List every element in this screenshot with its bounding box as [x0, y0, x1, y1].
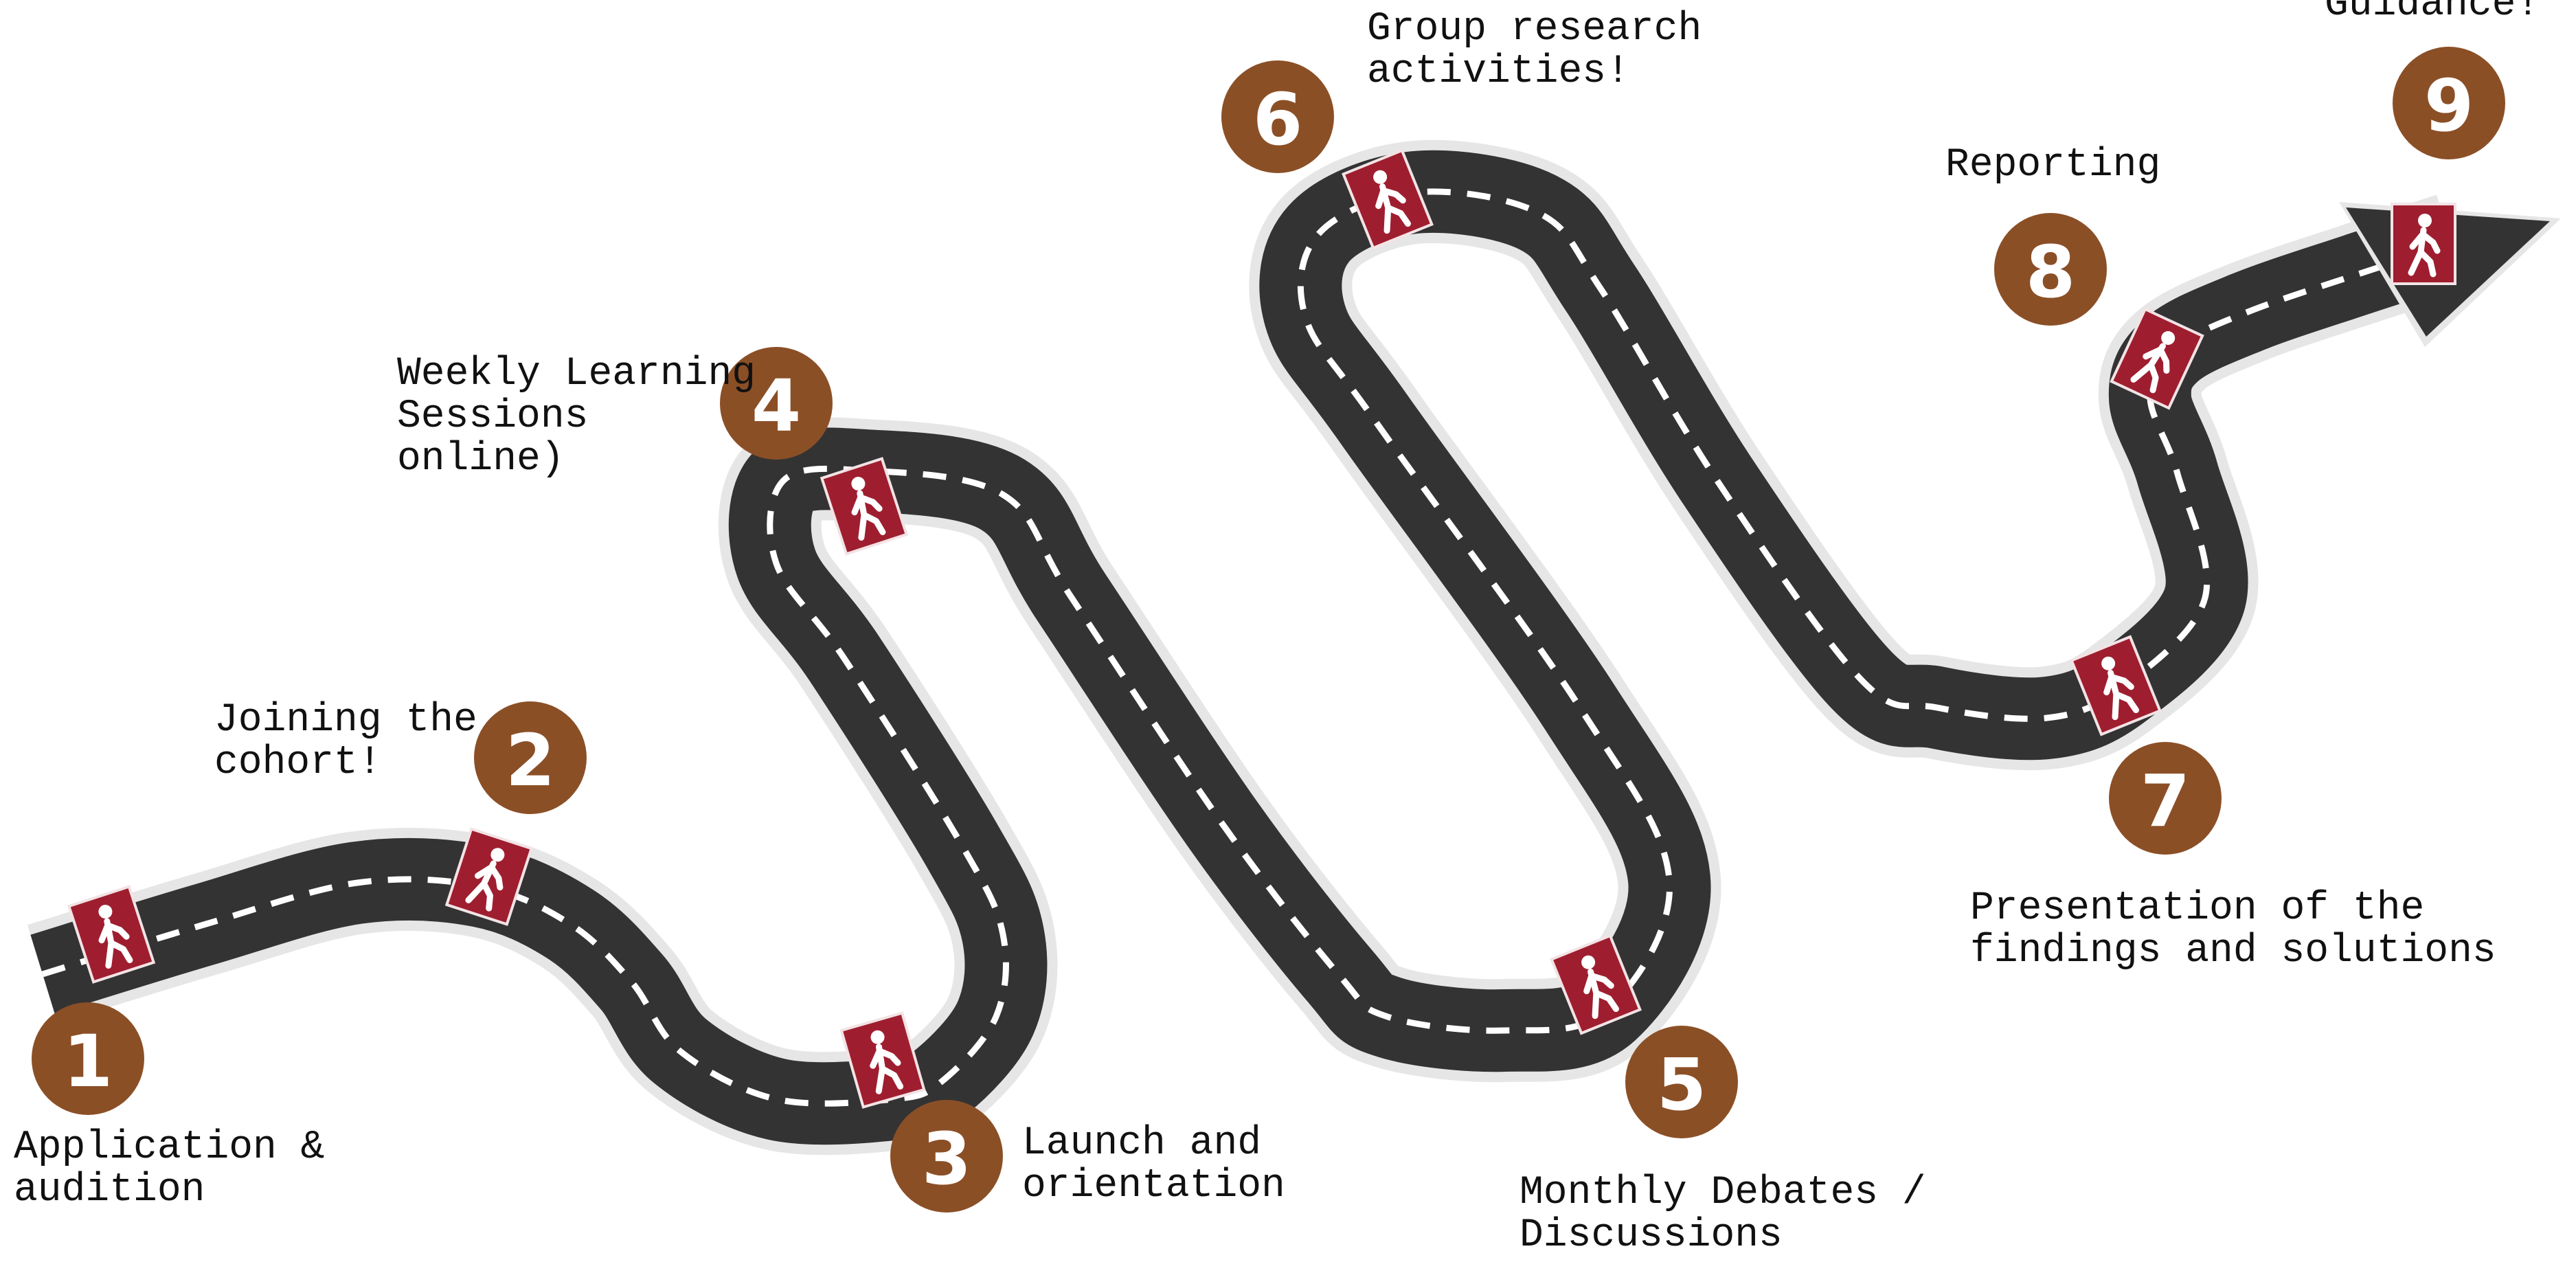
step-9-label: Guidance! [2325, 0, 2540, 26]
step-badge-circle [474, 701, 587, 814]
step-6-number: 6 [1253, 78, 1302, 161]
step-badge-circle [890, 1100, 1003, 1213]
walker-head [490, 848, 505, 862]
step-4-badge: 4 [720, 347, 833, 460]
walker-body [1375, 183, 1411, 234]
step-2-badge: 2 [474, 701, 587, 814]
pedestrian-walking-icon [2110, 307, 2204, 410]
step-2-number: 2 [506, 719, 555, 802]
step-4-label-line-2: Sessions [397, 394, 589, 439]
step-8-label-line-1: Reporting [1945, 143, 2161, 188]
step-6-label: Group research activities! [1367, 8, 1702, 93]
step-8-label: Reporting [1945, 144, 2160, 187]
step-3-label-line-2: orientation [1022, 1164, 1285, 1208]
step-9-label-line-1: Guidance! [2325, 0, 2540, 27]
step-4-label-line-1: Weekly Learning [397, 352, 756, 396]
step-badge-circle [1221, 60, 1334, 173]
step-badge-circle [2393, 47, 2505, 159]
step-3-label: Launch and orientation [1022, 1123, 1285, 1208]
step-5-label: Monthly Debates / Discussions [1519, 1172, 1926, 1257]
step-7-label-line-2: findings and solutions [1970, 929, 2496, 973]
step-badge-circle [720, 347, 833, 460]
step-8-badge: 8 [1994, 213, 2107, 326]
step-3-number: 3 [922, 1117, 971, 1201]
step-5-label-line-2: Discussions [1519, 1213, 1783, 1258]
pedestrian-walking-icon [1550, 934, 1642, 1035]
step-2-label-line-2: cohort! [214, 741, 382, 785]
step-badge-circle [2109, 742, 2222, 855]
step-9-number: 9 [2424, 64, 2474, 148]
step-6-label-line-1: Group research [1367, 7, 1702, 52]
step-1-number: 1 [63, 1019, 113, 1103]
walker-body [870, 1044, 904, 1094]
walker-head [1581, 955, 1596, 969]
walker-head [2161, 331, 2176, 346]
walker-head [2418, 214, 2432, 227]
pedestrian-walking-icon [1342, 148, 1434, 250]
step-5-badge: 5 [1625, 1026, 1738, 1138]
step-2-label: Joining the cohort! [214, 699, 477, 785]
pedestrian-walking-icon [839, 1011, 926, 1109]
walker-body [2103, 669, 2139, 721]
step-1-label: Application & audition [14, 1127, 324, 1212]
walker-head [870, 1030, 885, 1044]
pedestrian-walking-icon [444, 827, 534, 926]
step-9-badge: 9 [2393, 47, 2505, 159]
step-badge-circle [32, 1002, 144, 1115]
step-1-label-line-1: Application & [14, 1125, 325, 1170]
step-8-number: 8 [2026, 230, 2075, 314]
step-4-label: Weekly Learning Sessions online) [397, 353, 756, 481]
step-5-label-line-1: Monthly Debates / [1519, 1171, 1926, 1215]
walker-signs [67, 148, 2456, 1109]
step-7-number: 7 [2140, 759, 2190, 843]
pedestrian-walking-icon [2391, 203, 2456, 285]
step-3-badge: 3 [890, 1100, 1003, 1213]
step-3-label-line-1: Launch and [1022, 1121, 1262, 1166]
walker-head [2101, 656, 2116, 671]
step-6-label-line-2: activities! [1367, 49, 1630, 94]
step-badge-circle [1994, 213, 2107, 326]
step-4-number: 4 [752, 364, 801, 448]
walker-body [2130, 343, 2170, 394]
step-2-label-line-1: Joining the [214, 698, 477, 743]
pedestrian-walking-icon [820, 457, 909, 556]
step-badges: 1 2 3 4 5 6 7 8 9 [32, 47, 2505, 1213]
walker-body [2408, 227, 2441, 278]
pedestrian-walking-icon [67, 885, 156, 984]
step-7-label-line-1: Presentation of the [1970, 886, 2425, 931]
walker-head [98, 905, 113, 919]
winding-road [27, 139, 2561, 1156]
step-1-label-line-2: audition [14, 1168, 205, 1213]
walker-body [98, 918, 133, 969]
step-4-label-line-3: online) [397, 437, 565, 482]
step-1-badge: 1 [32, 1002, 144, 1115]
pedestrian-walking-icon [2070, 635, 2162, 736]
step-6-badge: 6 [1221, 60, 1334, 173]
walker-head [1373, 170, 1388, 184]
road-lane-marking [41, 188, 2454, 1107]
walker-head [851, 477, 866, 491]
step-badge-circle [1625, 1026, 1738, 1138]
walker-body [851, 490, 886, 541]
step-7-badge: 7 [2109, 742, 2222, 855]
walker-body [465, 860, 504, 912]
walker-body [1583, 968, 1619, 1019]
step-7-label: Presentation of the findings and solutio… [1970, 888, 2496, 973]
step-5-number: 5 [1657, 1043, 1706, 1127]
